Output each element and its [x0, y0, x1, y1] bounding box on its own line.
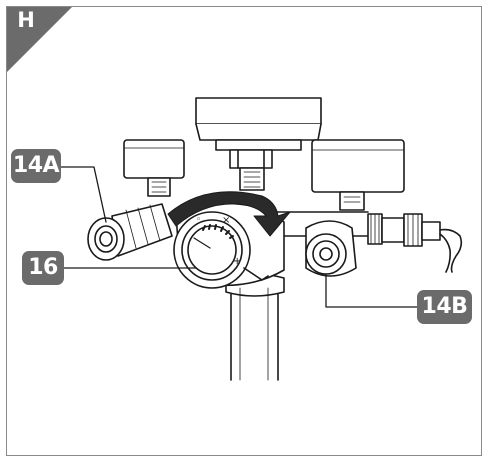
left-gauge	[123, 139, 185, 197]
callout-14b-bg	[417, 290, 472, 324]
svg-text:+: +	[233, 256, 241, 267]
callout-16-bg	[22, 251, 64, 285]
right-gauge	[311, 139, 405, 211]
valve-14a	[87, 203, 173, 261]
rotation-arrow-icon	[167, 191, 291, 237]
valve-14b	[305, 220, 357, 277]
leader-lines	[60, 166, 418, 308]
leader-14b	[325, 273, 418, 308]
down-pipe	[225, 273, 285, 381]
callout-16: 16	[28, 255, 58, 280]
right-fittings	[367, 213, 463, 273]
callout-14a-bg	[11, 149, 61, 183]
leader-14a	[60, 166, 107, 223]
section-tab	[7, 7, 72, 72]
callout-14b: 14B	[421, 294, 468, 319]
svg-text:◦: ◦	[196, 215, 201, 225]
top-unit	[195, 97, 322, 191]
callout-14a: 14A	[12, 153, 60, 178]
svg-text:×: ×	[222, 215, 230, 226]
selector-valve-16: ◦ × +	[173, 202, 285, 289]
section-letter: H	[17, 8, 35, 32]
